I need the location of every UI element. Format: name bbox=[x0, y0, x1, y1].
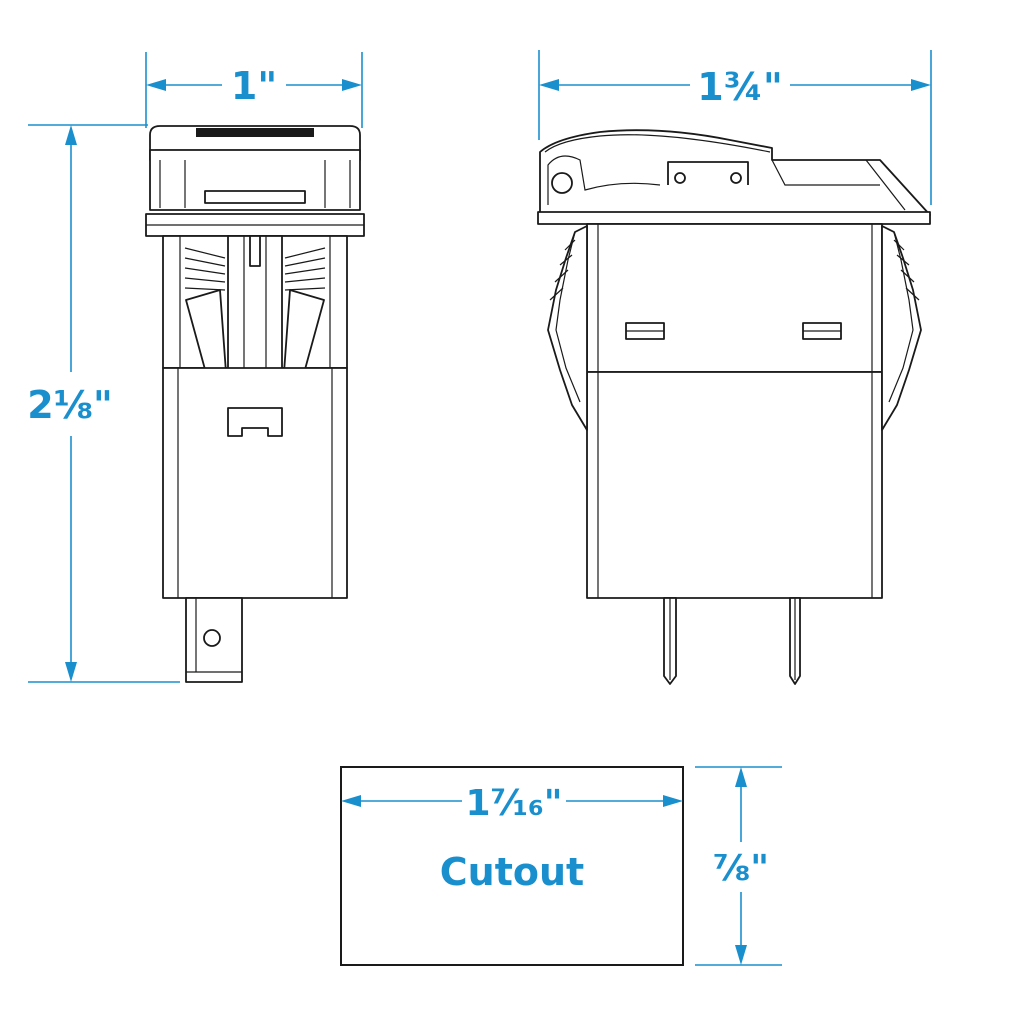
cutout-box: 1⁷⁄₁₆" Cutout bbox=[340, 766, 684, 966]
cutout-label: Cutout bbox=[440, 850, 584, 894]
side-width-label: 1¾" bbox=[697, 65, 783, 109]
cutout-width-label: 1⁷⁄₁₆" bbox=[465, 783, 562, 824]
front-width-dimension: 1" bbox=[145, 52, 363, 128]
front-view bbox=[145, 125, 365, 683]
side-width-dimension: 1¾" bbox=[538, 50, 932, 205]
height-label: 2⅛" bbox=[27, 383, 113, 427]
cutout-height-dimension: ⅞" bbox=[695, 766, 782, 966]
height-dimension: 2⅛" bbox=[27, 124, 180, 683]
front-width-label: 1" bbox=[231, 64, 277, 108]
cutout-height-label: ⅞" bbox=[713, 848, 769, 889]
side-view bbox=[537, 129, 931, 685]
